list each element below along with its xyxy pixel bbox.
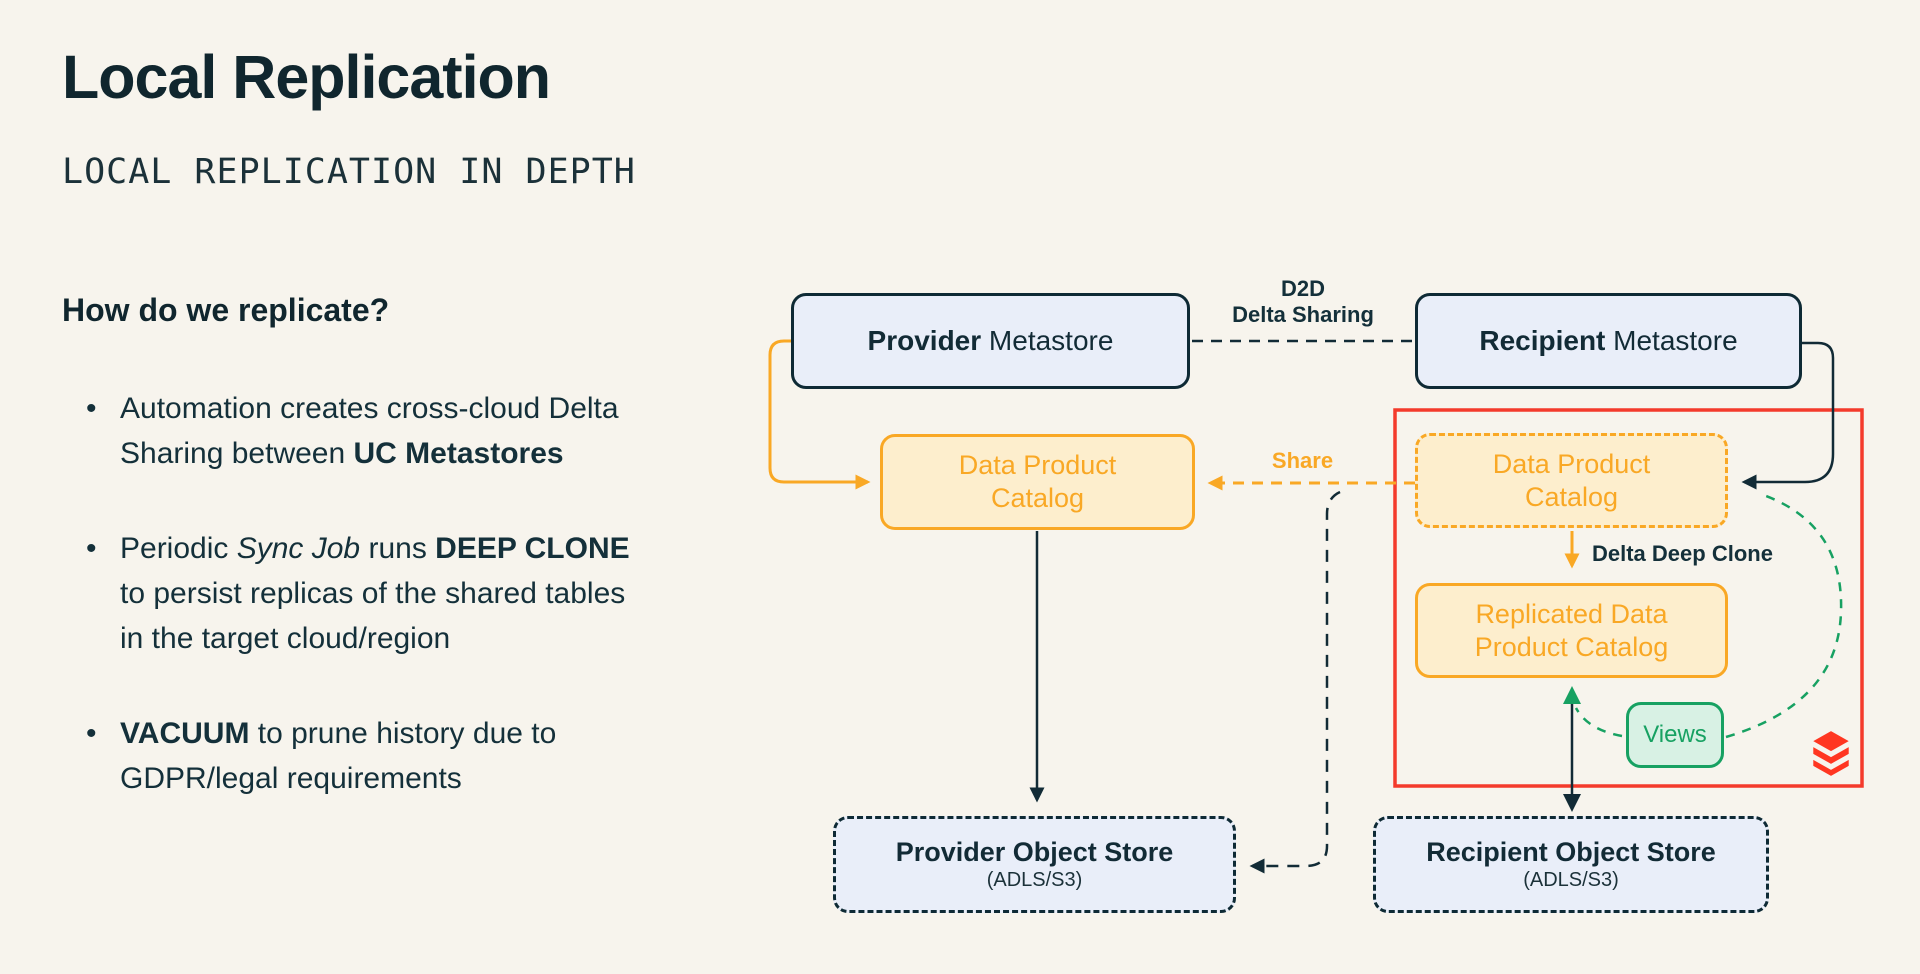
- recipient-object-store-label: Recipient Object Store: [1426, 837, 1716, 867]
- shared-data-product-catalog-box: Data Product Catalog: [1415, 433, 1728, 528]
- catalog-label-line2: Catalog: [990, 483, 1085, 513]
- d2d-label-line2: Delta Sharing: [1232, 302, 1374, 327]
- recipient-metastore-box: Recipient Metastore: [1415, 293, 1802, 389]
- list-item: VACUUM to prune history due to GDPR/lega…: [62, 711, 637, 801]
- arrowhead-down-dark: [1563, 794, 1581, 812]
- provider-object-store-sub: (ADLS/S3): [986, 869, 1083, 891]
- arc-views-to-replicated-catalog: [1574, 707, 1623, 738]
- provider-metastore-rest: Metastore: [981, 325, 1114, 356]
- delta-deep-clone-label: Delta Deep Clone: [1592, 541, 1773, 566]
- page-title: Local Replication: [62, 43, 551, 111]
- share-label: Share: [1271, 448, 1334, 473]
- list-item: Automation creates cross-cloud Delta Sha…: [62, 386, 637, 476]
- arrowhead-up-green: [1563, 686, 1581, 704]
- provider-metastore-box: Provider Metastore: [791, 293, 1190, 389]
- recipient-metastore-bold: Recipient: [1479, 325, 1606, 356]
- recipient-object-store-sub: (ADLS/S3): [1523, 869, 1619, 891]
- recipient-metastore-label: Recipient Metastore: [1479, 325, 1737, 357]
- d2d-label-line1: D2D: [1280, 276, 1325, 301]
- section-heading: How do we replicate?: [62, 292, 390, 328]
- bullet-text-bold: UC Metastores: [353, 437, 564, 470]
- bullet-text: Periodic: [120, 532, 237, 565]
- shared-catalog-label-line1: Data Product: [1492, 448, 1651, 479]
- catalog-label-line1: Data Product: [958, 450, 1117, 480]
- replicated-data-product-catalog-box: Replicated Data Product Catalog: [1415, 583, 1728, 678]
- arc-views-to-catalog: [1725, 494, 1843, 739]
- arrow-recipient-metastore-to-catalog: [1741, 341, 1835, 490]
- bullet-text-bold: VACUUM: [120, 717, 250, 750]
- data-product-catalog-box: Data Product Catalog: [880, 434, 1195, 530]
- bullet-text: runs: [360, 532, 436, 565]
- databricks-logo-icon: [1813, 731, 1849, 776]
- bullet-list: Automation creates cross-cloud Delta Sha…: [62, 386, 637, 851]
- bullet-text: to prune history due to GDPR/legal requi…: [120, 717, 557, 795]
- replication-boundary-red-box: [1393, 408, 1864, 788]
- recipient-metastore-rest: Metastore: [1605, 325, 1738, 356]
- replicated-catalog-label-line1: Replicated Data: [1475, 598, 1668, 629]
- bullet-text-bold: DEEP CLONE: [435, 532, 630, 565]
- views-label: Views: [1643, 721, 1707, 748]
- provider-object-store-box: Provider Object Store (ADLS/S3): [833, 816, 1236, 913]
- replicated-catalog-label-line2: Product Catalog: [1474, 631, 1669, 662]
- bullet-text: Automation creates cross-cloud Delta Sha…: [120, 392, 619, 470]
- shared-catalog-label-line2: Catalog: [1524, 481, 1619, 512]
- provider-metastore-bold: Provider: [867, 325, 982, 356]
- arrow-provider-metastore-to-catalog: [768, 339, 871, 490]
- d2d-delta-sharing-label: D2D Delta Sharing: [1190, 276, 1416, 328]
- views-box: Views: [1626, 702, 1724, 768]
- list-item: Periodic Sync Job runs DEEP CLONE to per…: [62, 526, 637, 661]
- bullet-text: to persist replicas of the shared tables…: [120, 577, 626, 655]
- recipient-object-store-box: Recipient Object Store (ADLS/S3): [1373, 816, 1769, 913]
- arrow-shared-data-to-provider-store: [1249, 490, 1341, 874]
- page-subtitle: LOCAL REPLICATION IN DEPTH: [62, 152, 636, 192]
- provider-object-store-label: Provider Object Store: [895, 837, 1174, 867]
- provider-metastore-label: Provider Metastore: [868, 325, 1114, 357]
- bullet-text-italic: Sync Job: [236, 532, 361, 565]
